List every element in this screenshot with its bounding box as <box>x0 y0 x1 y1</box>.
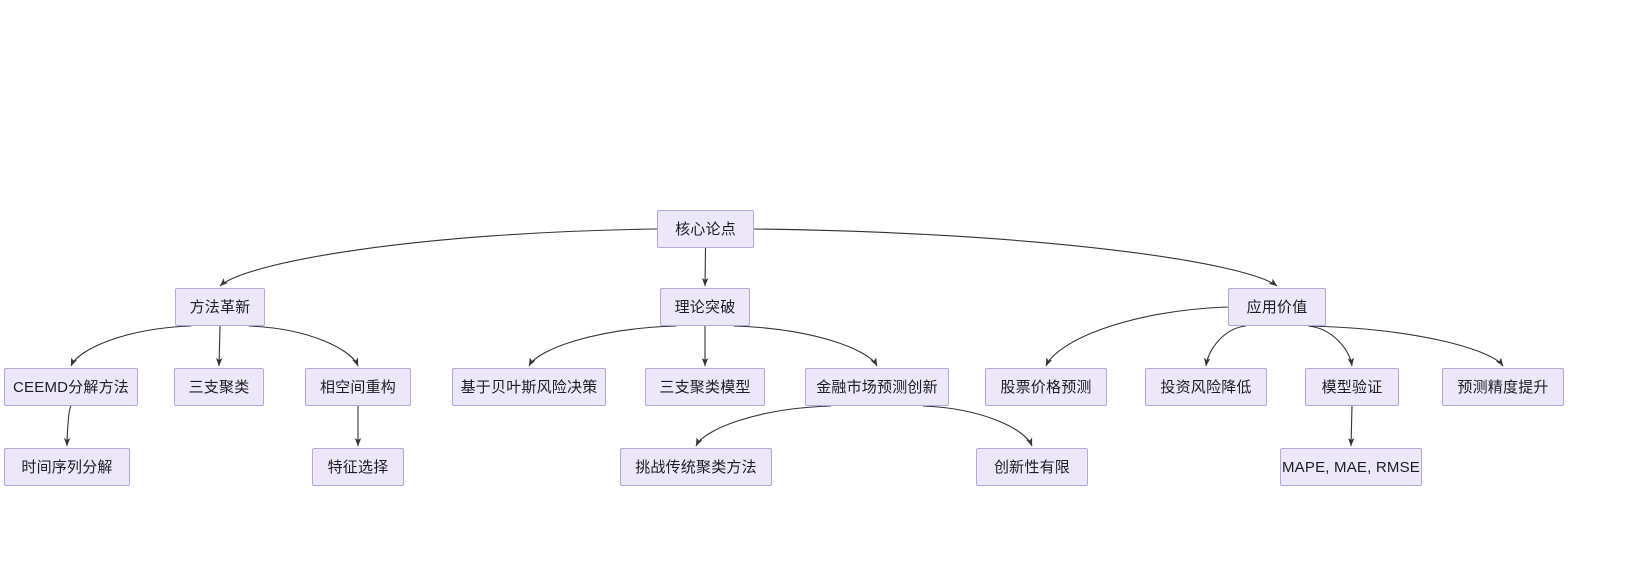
node-label: 金融市场预测创新 <box>816 378 938 396</box>
edge-l2f-to-l3c <box>695 405 831 447</box>
mindmap-node-l2e[interactable]: 三支聚类模型 <box>645 368 765 406</box>
node-label: 方法革新 <box>189 298 251 316</box>
edge-l1c-to-l2j <box>1308 325 1504 367</box>
mindmap-node-l1a[interactable]: 方法革新 <box>175 288 265 326</box>
mindmap-node-l2j[interactable]: 预测精度提升 <box>1442 368 1564 406</box>
mindmap-node-l2i[interactable]: 模型验证 <box>1305 368 1399 406</box>
node-label: 创新性有限 <box>993 458 1070 476</box>
node-label: 模型验证 <box>1321 378 1383 396</box>
node-label: 三支聚类 <box>188 378 250 396</box>
mindmap-node-l3e[interactable]: MAPE, MAE, RMSE <box>1280 448 1422 486</box>
edge-l2f-to-l3d <box>923 405 1033 447</box>
node-label: MAPE, MAE, RMSE <box>1281 458 1421 476</box>
node-label: 基于贝叶斯风险决策 <box>460 378 598 396</box>
mindmap-node-l2a[interactable]: CEEMD分解方法 <box>4 368 138 406</box>
edge-root-to-l1c <box>753 228 1278 287</box>
mindmap-node-l2b[interactable]: 三支聚类 <box>174 368 264 406</box>
mindmap-node-l3b[interactable]: 特征选择 <box>312 448 404 486</box>
node-label: CEEMD分解方法 <box>13 378 129 396</box>
node-label: 三支聚类模型 <box>659 378 751 396</box>
mindmap-node-l2g[interactable]: 股票价格预测 <box>985 368 1107 406</box>
mindmap-node-l2h[interactable]: 投资风险降低 <box>1145 368 1267 406</box>
mindmap-node-l1c[interactable]: 应用价值 <box>1228 288 1326 326</box>
edge-l1a-to-l2a <box>70 325 192 367</box>
edge-paths <box>63 228 1504 447</box>
edge-l1b-to-l2f <box>733 325 878 367</box>
edge-l1a-to-l2b <box>216 325 223 367</box>
node-label: 股票价格预测 <box>1000 378 1092 396</box>
node-label: 挑战传统聚类方法 <box>635 458 757 476</box>
edge-l1c-to-l2g <box>1045 306 1229 367</box>
mindmap-node-l2c[interactable]: 相空间重构 <box>305 368 411 406</box>
node-label: 预测精度提升 <box>1457 378 1549 396</box>
mindmap-node-l3c[interactable]: 挑战传统聚类方法 <box>620 448 772 486</box>
edge-l1b-to-l2d <box>528 325 677 367</box>
node-label: 特征选择 <box>327 458 389 476</box>
node-label: 时间序列分解 <box>21 458 113 476</box>
mindmap-node-root[interactable]: 核心论点 <box>657 210 754 248</box>
node-label: 投资风险降低 <box>1160 378 1252 396</box>
node-label: 理论突破 <box>674 298 736 316</box>
node-label: 核心论点 <box>675 220 736 238</box>
node-label: 相空间重构 <box>319 378 396 396</box>
mindmap-node-l2d[interactable]: 基于贝叶斯风险决策 <box>452 368 606 406</box>
mindmap-node-l3a[interactable]: 时间序列分解 <box>4 448 130 486</box>
mindmap-node-l1b[interactable]: 理论突破 <box>660 288 750 326</box>
edge-l2i-to-l3e <box>1348 405 1355 447</box>
edge-l1c-to-l2i <box>1308 325 1354 367</box>
mindmap-node-l2f[interactable]: 金融市场预测创新 <box>805 368 949 406</box>
edge-root-to-l1b <box>701 247 709 287</box>
mindmap-node-l3d[interactable]: 创新性有限 <box>976 448 1088 486</box>
edge-root-to-l1a <box>219 228 658 287</box>
edge-l1a-to-l2c <box>248 325 359 367</box>
edge-l2a-to-l3a <box>63 405 72 447</box>
node-label: 应用价值 <box>1246 298 1308 316</box>
edge-l1c-to-l2h <box>1203 325 1246 367</box>
